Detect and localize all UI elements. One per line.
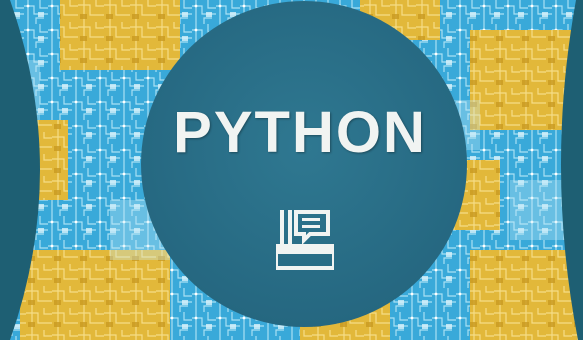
- book-stand-icon: [276, 210, 334, 270]
- right-edge-shadow: [560, 0, 583, 340]
- teal-circle: [141, 1, 467, 327]
- left-edge-shadow: [0, 0, 40, 340]
- python-title: PYTHON: [173, 100, 427, 165]
